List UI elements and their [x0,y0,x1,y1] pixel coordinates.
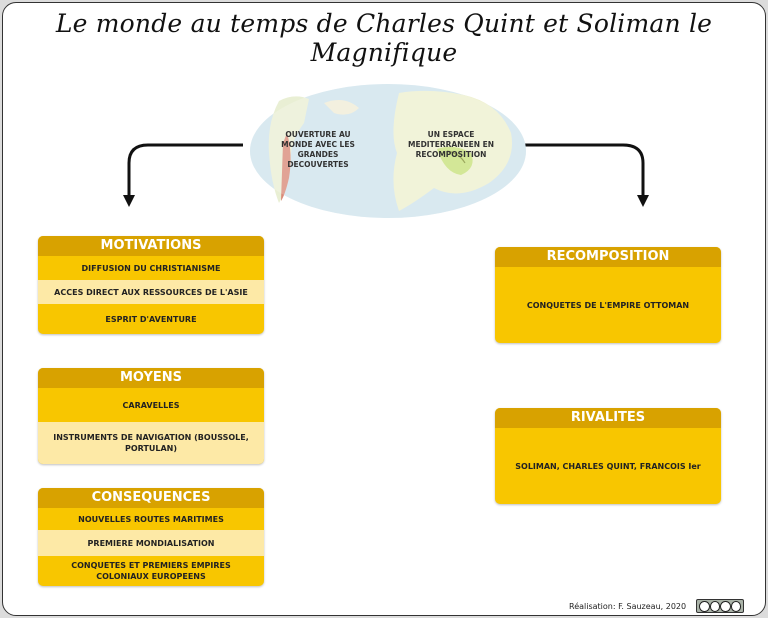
map-label-mediterranean: UN ESPACE MEDITERRANEEN EN RECOMPOSITION [407,130,494,159]
consequences-box: CONSEQUENCES NOUVELLES ROUTES MARITIMES … [38,488,264,586]
moyens-item: INSTRUMENTS DE NAVIGATION (BOUSSOLE, POR… [38,422,264,464]
rivalites-title: RIVALITES [495,408,721,428]
consequences-item: PREMIERE MONDIALISATION [38,530,264,556]
by-icon [709,600,720,612]
motivations-title: MOTIVATIONS [38,236,264,256]
map-label-discoveries: OUVERTURE AU MONDE AVEC LES GRANDES DECO… [281,130,355,169]
credit-text: Réalisation: F. Sauzeau, 2020 [569,602,687,611]
moyens-box: MOYENS CARAVELLES INSTRUMENTS DE NAVIGAT… [38,368,264,464]
motivations-item: ACCES DIRECT AUX RESSOURCES DE L'ASIE [38,280,264,304]
consequences-title: CONSEQUENCES [38,488,264,508]
right-arrow [524,143,645,201]
rivalites-box: RIVALITES SOLIMAN, CHARLES QUINT, FRANCO… [495,408,721,504]
flow-arrows [123,143,649,207]
nc-icon [720,600,731,612]
consequences-item: NOUVELLES ROUTES MARITIMES [78,514,224,524]
rivalites-text: SOLIMAN, CHARLES QUINT, FRANCOIS Ier [515,461,701,471]
left-arrow [127,143,243,201]
motivations-item: DIFFUSION DU CHRISTIANISME [81,263,221,273]
motivations-item: ESPRIT D'AVENTURE [105,314,197,324]
left-arrowhead [123,195,135,207]
cc-icon [699,600,710,612]
page-title: Le monde au temps de Charles Quint et So… [55,9,713,67]
world-map-image [250,84,526,218]
consequences-item: CONQUETES ET PREMIERS EMPIRES COLONIAUX … [71,561,231,581]
motivations-box: MOTIVATIONS DIFFUSION DU CHRISTIANISME A… [38,236,264,334]
recomposition-text: CONQUETES DE L'EMPIRE OTTOMAN [526,300,690,310]
right-arrowhead [637,195,649,207]
recomposition-box: RECOMPOSITION CONQUETES DE L'EMPIRE OTTO… [495,247,721,343]
creative-commons-license-icon[interactable] [696,599,744,613]
moyens-title: MOYENS [38,368,264,388]
moyens-item: CARAVELLES [122,400,180,410]
sa-icon [730,600,741,612]
recomposition-title: RECOMPOSITION [495,247,721,267]
